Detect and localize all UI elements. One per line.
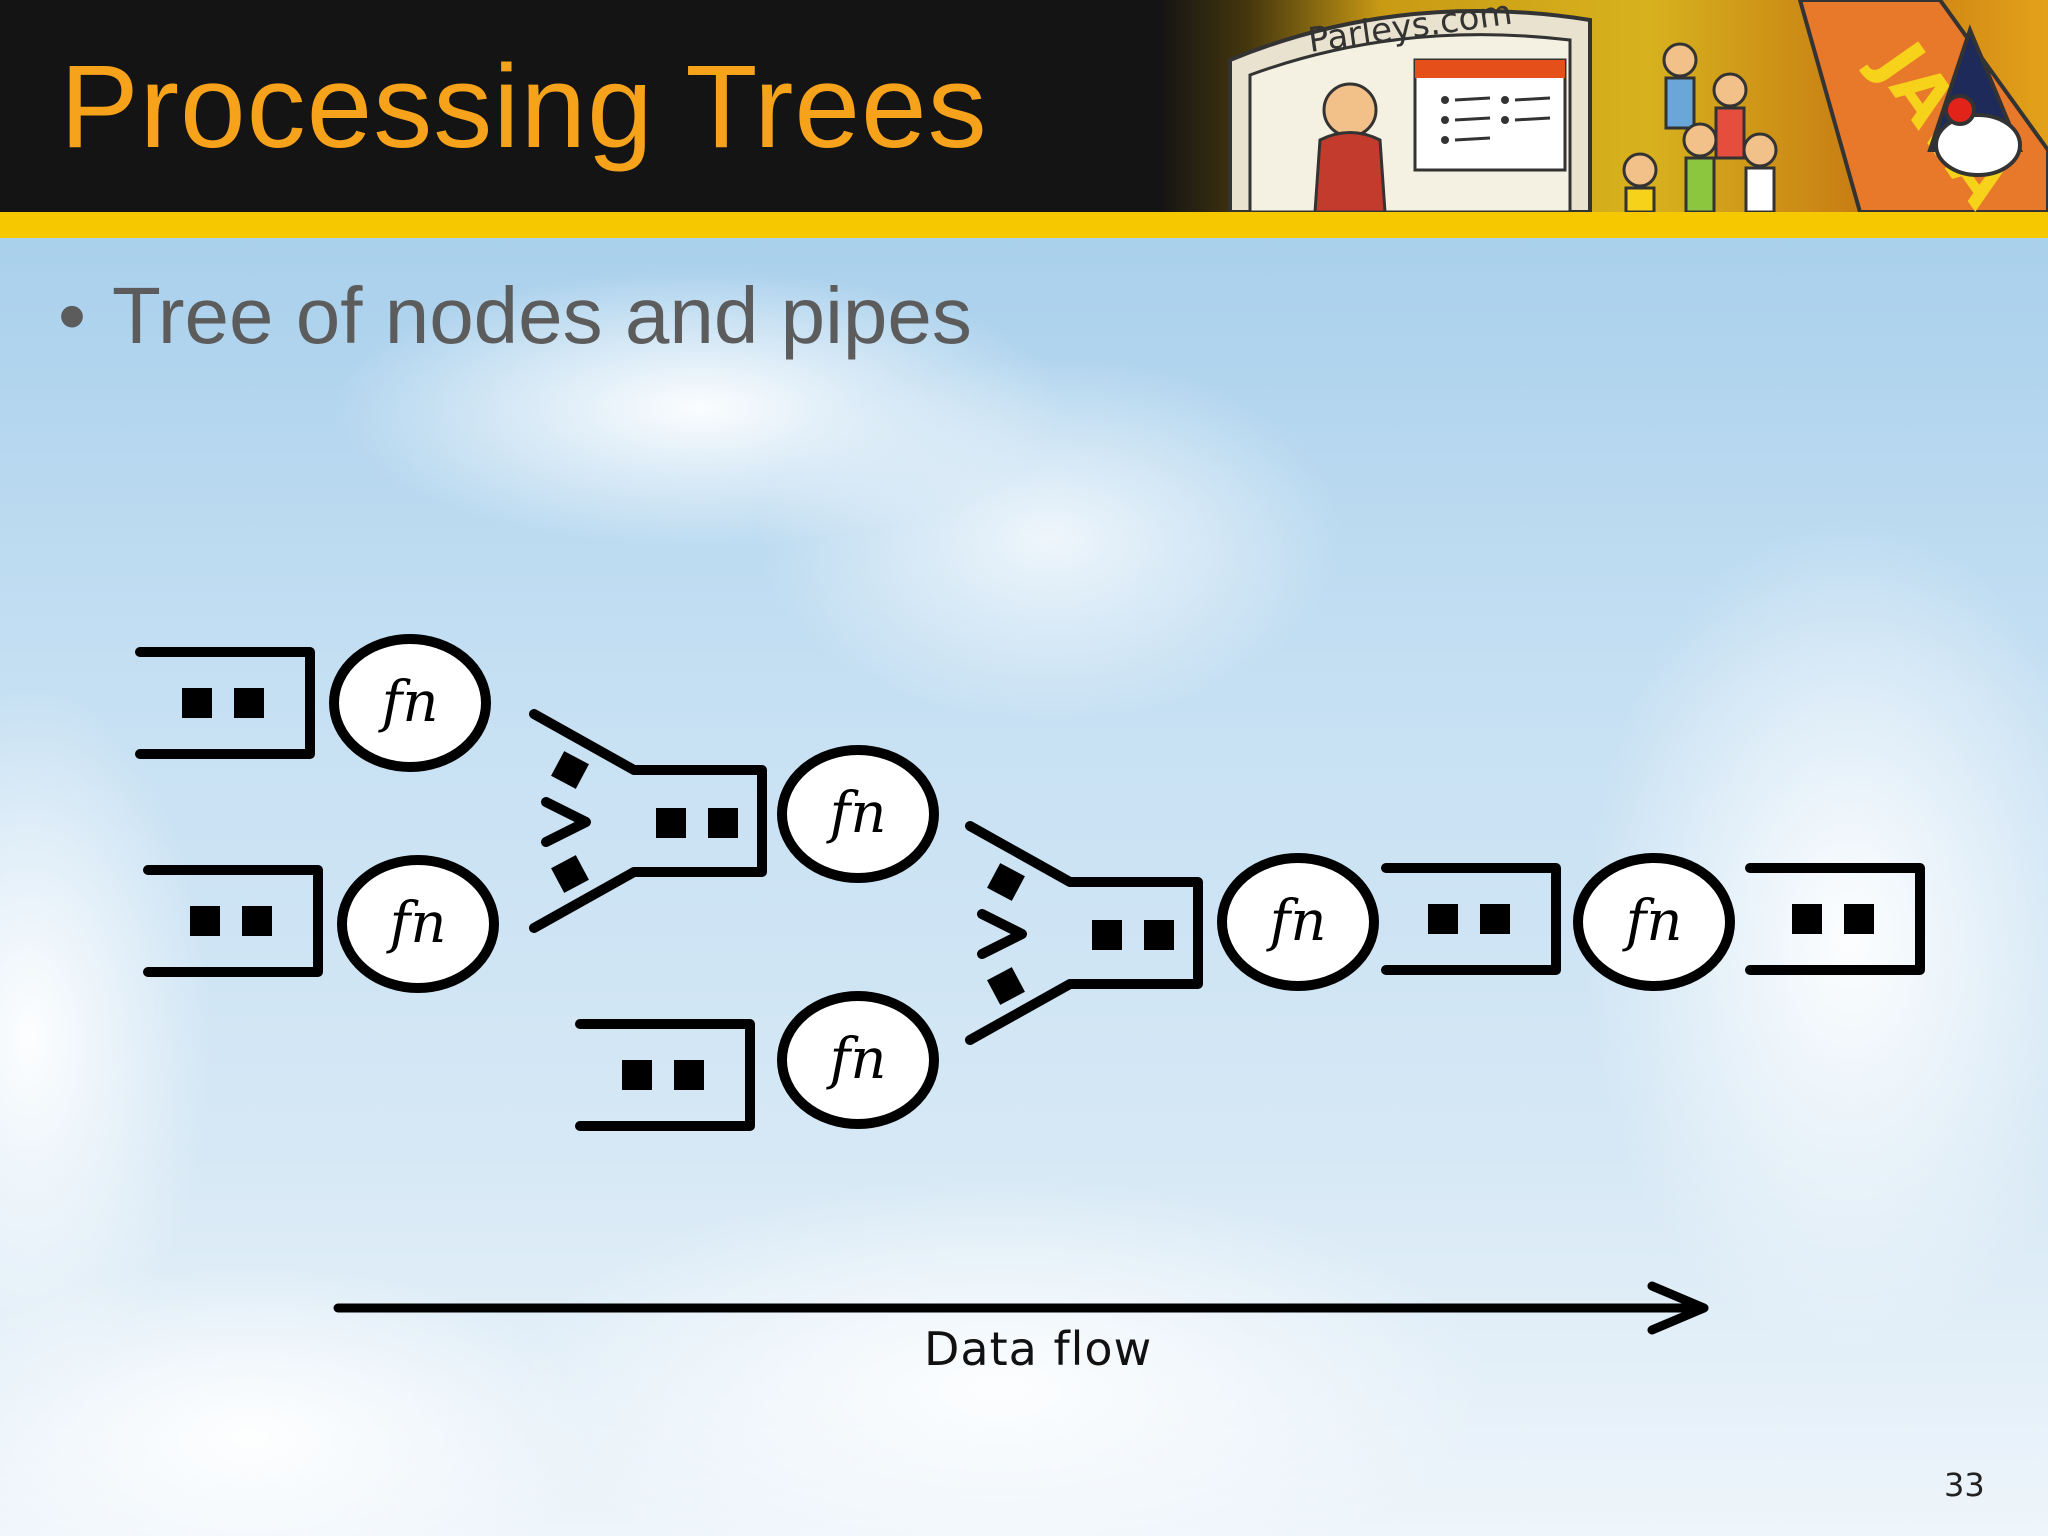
data-flow-arrow <box>333 1281 1709 1335</box>
pipe-1 <box>140 652 310 754</box>
page-number: 33 <box>1944 1466 1985 1504</box>
bullet-dot: • <box>58 271 87 360</box>
fn-node-1: fn <box>334 639 486 767</box>
fn-node-3: fn <box>782 750 934 878</box>
pipe-3 <box>580 1024 750 1126</box>
fn-node-5: fn <box>1222 858 1374 986</box>
header-stripe <box>0 212 2048 238</box>
fn-node-4: fn <box>782 996 934 1124</box>
slide-title: Processing Trees <box>60 41 988 173</box>
fn-node-4-label: fn <box>826 1027 887 1092</box>
header-illustration: Parleys.com <box>1160 0 2048 212</box>
duke-mascot-icon <box>1927 24 2023 177</box>
bullet-text: Tree of nodes and pipes <box>112 271 972 360</box>
header-band: Parleys.com <box>0 0 2048 212</box>
bullet-item: •Tree of nodes and pipes <box>58 276 972 356</box>
fn-node-5-label: fn <box>1266 889 1327 954</box>
billboard-icon: Parleys.com <box>1228 0 1592 212</box>
fn-node-1-label: fn <box>378 670 439 735</box>
fn-node-2-label: fn <box>386 891 447 956</box>
merge-pipe-2 <box>970 826 1198 1040</box>
pipe-4 <box>1386 868 1556 970</box>
cartoon-crowd-illustration-icon: Parleys.com <box>1228 0 2048 212</box>
fn-node-6-label: fn <box>1622 889 1683 954</box>
fn-node-3-label: fn <box>826 781 887 846</box>
fn-node-2: fn <box>342 860 494 988</box>
pipe-5 <box>1750 868 1920 970</box>
pipe-2 <box>148 870 318 972</box>
merge-pipe-1 <box>534 714 762 928</box>
fn-node-6: fn <box>1578 858 1730 986</box>
data-flow-label: Data flow <box>924 1322 1153 1376</box>
crowd-icon <box>1622 42 1778 212</box>
